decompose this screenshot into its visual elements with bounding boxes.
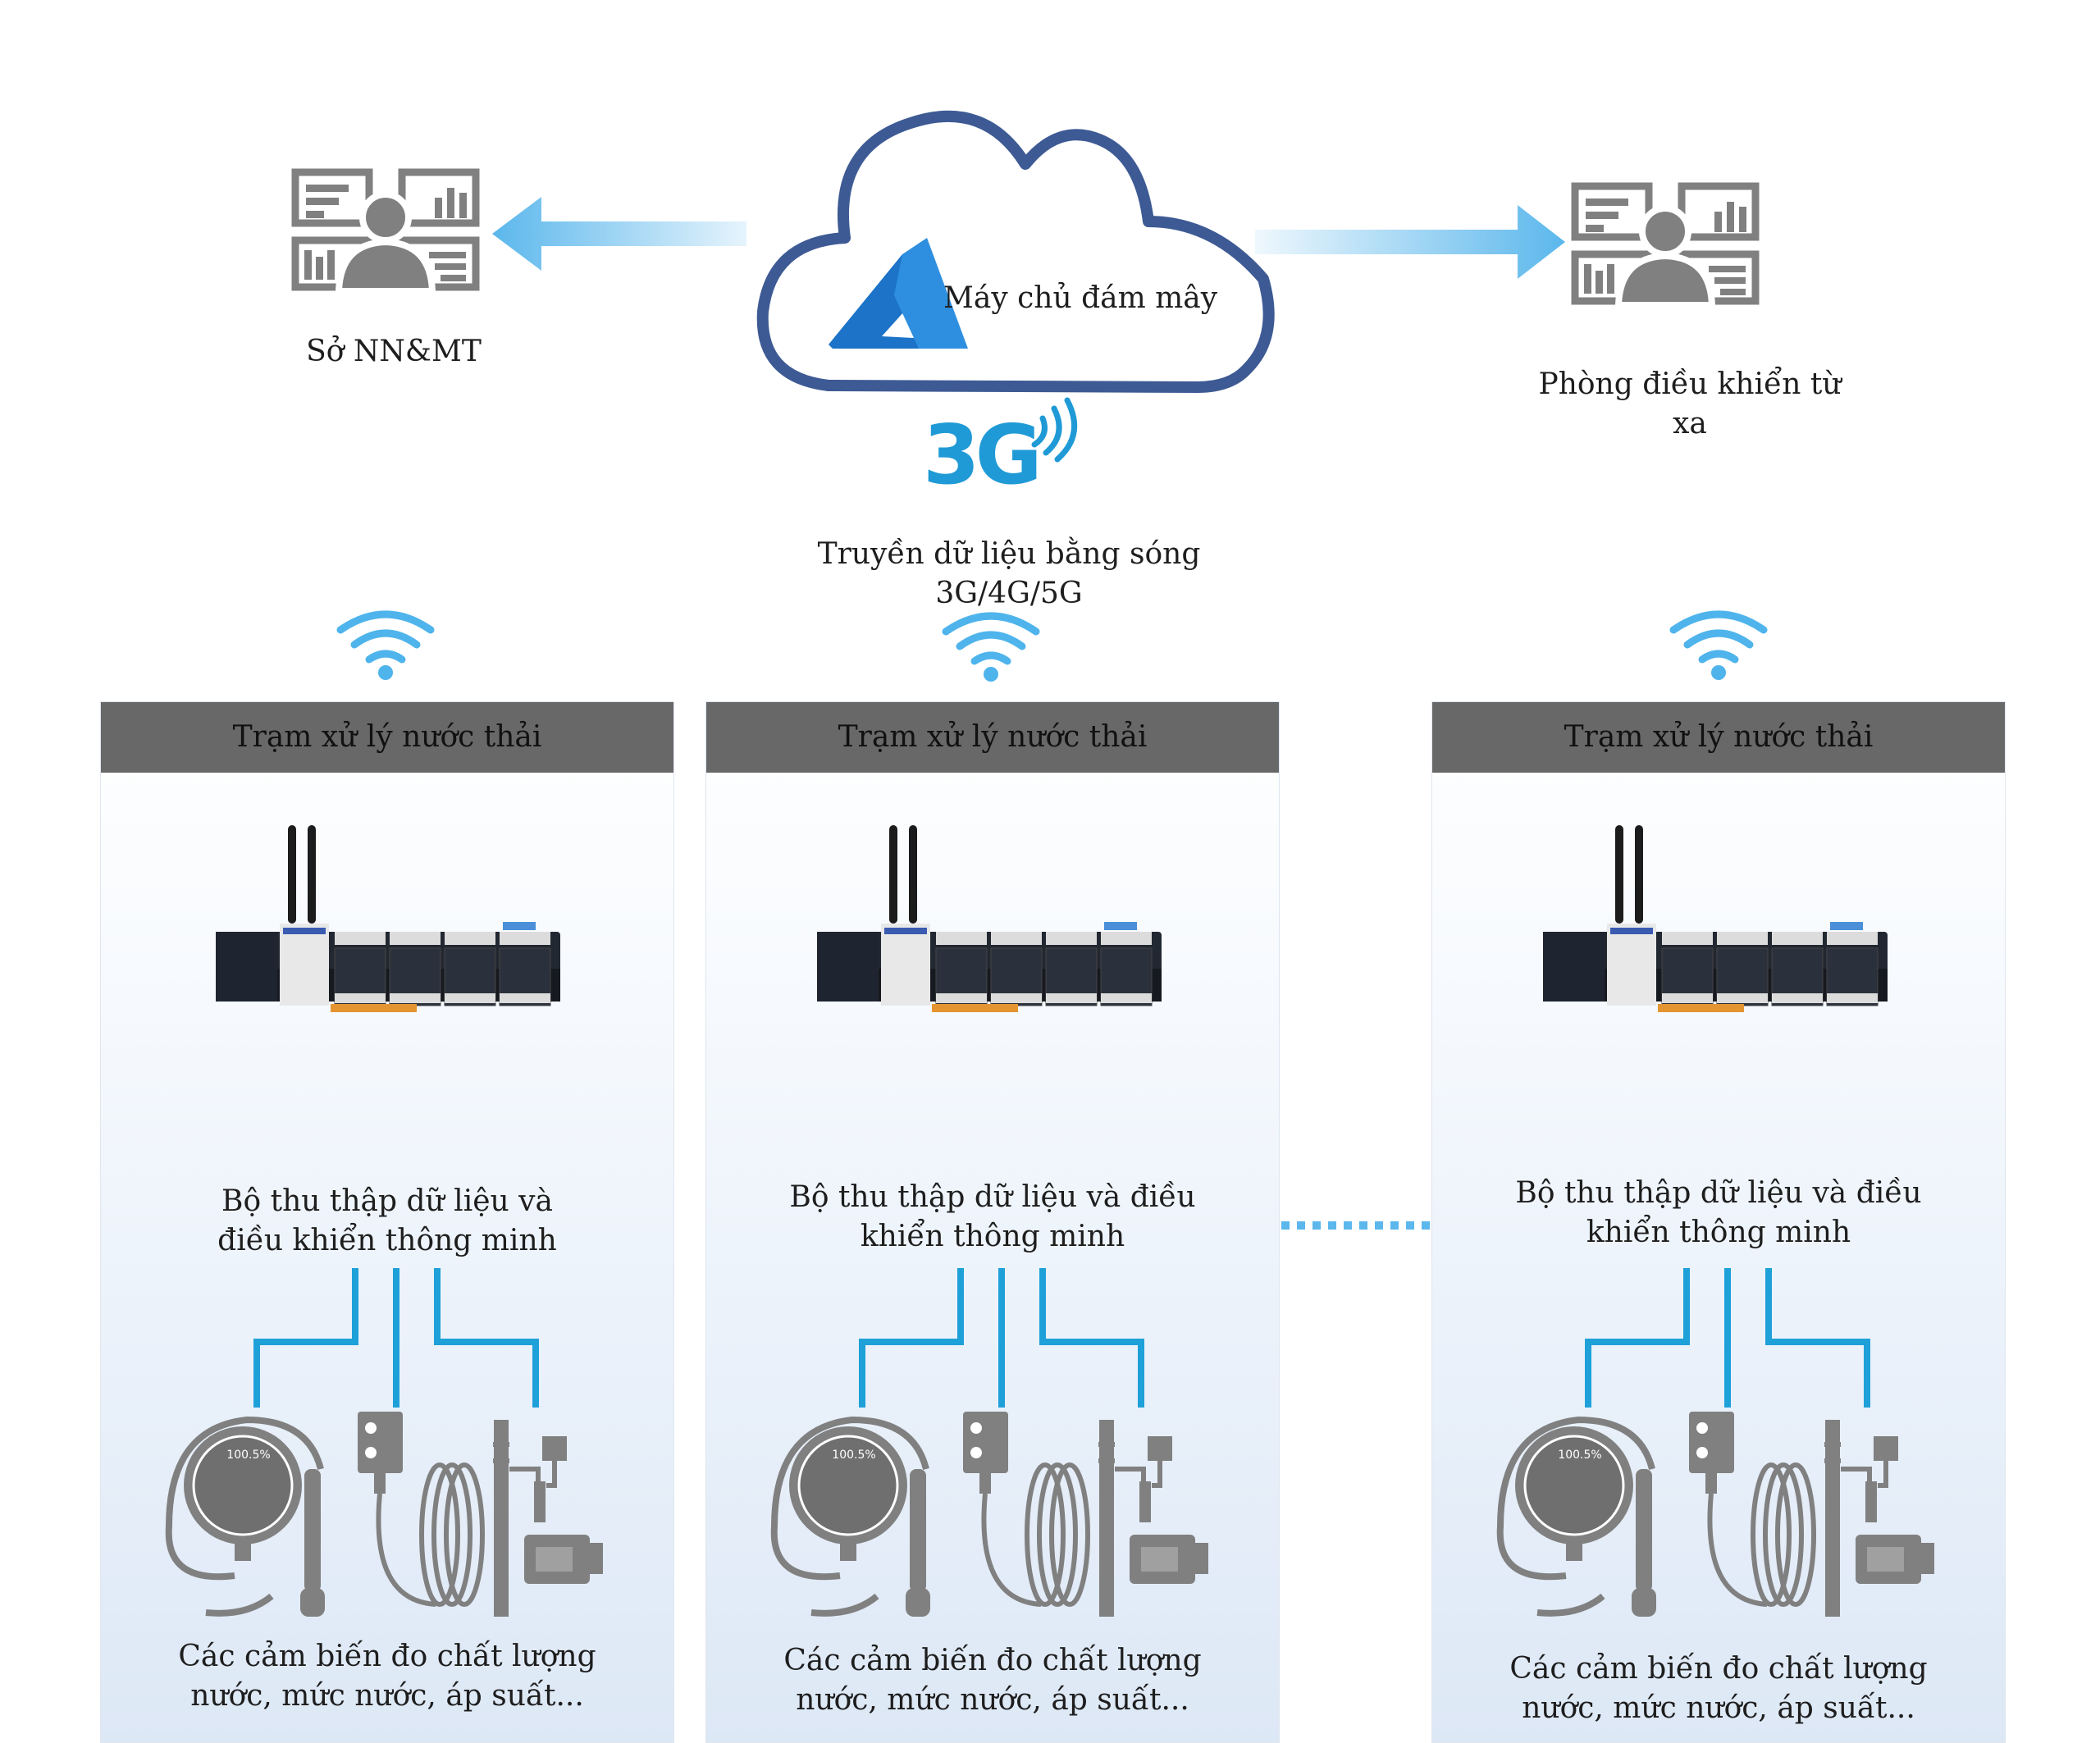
sensors-group-icon	[770, 1412, 1208, 1617]
sensors-group-icon	[165, 1412, 603, 1617]
antenna-icon	[1615, 825, 1643, 924]
station-panel-2: Trạm xử lý nước thải Bộ thu thập dữ liệu…	[705, 701, 1280, 1743]
3g-network-icon: 3G	[923, 397, 1087, 509]
sensor-wires	[1585, 1268, 1870, 1408]
signal-waves-icon	[1031, 397, 1078, 463]
controller-label-line2: điều khiển thông minh	[217, 1224, 557, 1257]
antenna-icon	[889, 825, 917, 924]
controller-label-line2: khiển thông minh	[1586, 1216, 1851, 1249]
station-panel-3: Trạm xử lý nước thải Bộ thu thập dữ liệu…	[1431, 701, 2006, 1743]
cloud-server-icon	[756, 110, 1275, 393]
3g-icon-text: 3G	[923, 407, 1043, 503]
gauge-readout: 100.5%	[1558, 1449, 1602, 1462]
controller-label-line1: Bộ thu thập dữ liệu và	[221, 1184, 553, 1218]
sensors-label-line1: Các cảm biến đo chất lượng	[1509, 1652, 1928, 1686]
network-label-line1: Truyền dữ liệu bằng sóng	[817, 537, 1201, 571]
rtu-controller-icon	[1543, 825, 1888, 1012]
dashboard-user-icon-right	[1571, 182, 1760, 308]
sensors-label-line1: Các cảm biến đo chất lượng	[178, 1640, 596, 1673]
sensors-label-line1: Các cảm biến đo chất lượng	[783, 1644, 1202, 1677]
antenna-icon	[288, 825, 316, 924]
right-dashboard-label: Phòng điều khiển từ xa	[1538, 367, 1842, 440]
rtu-controller-icon	[817, 825, 1162, 1012]
wifi-icon-3	[1669, 610, 1768, 680]
arrow-right-icon	[1255, 205, 1565, 279]
sensors-group-icon	[1496, 1412, 1934, 1617]
cloud-label: Máy chủ đám mây	[943, 281, 1218, 315]
azure-logo-icon	[829, 238, 968, 349]
controller-label-line2: khiển thông minh	[860, 1220, 1125, 1253]
wifi-icon-1	[336, 610, 435, 680]
controller-label-line1: Bộ thu thập dữ liệu và điều	[789, 1180, 1196, 1214]
gauge-readout: 100.5%	[226, 1449, 271, 1462]
sensors-label-line2: nước, mức nước, áp suất...	[796, 1683, 1189, 1717]
station-header: Trạm xử lý nước thải	[706, 702, 1279, 773]
station-header: Trạm xử lý nước thải	[1432, 702, 2005, 773]
wifi-icon-2	[942, 612, 1040, 682]
dotted-connector	[1281, 1221, 1433, 1230]
station-header: Trạm xử lý nước thải	[101, 702, 673, 773]
controller-label-line1: Bộ thu thập dữ liệu và điều	[1515, 1176, 1922, 1210]
sensor-wires	[253, 1268, 539, 1408]
sensors-label-line2: nước, mức nước, áp suất...	[190, 1679, 584, 1713]
left-dashboard-label: Sở NN&MT	[306, 335, 482, 368]
network-label-line2: 3G/4G/5G	[935, 577, 1083, 610]
station-panel-1: Trạm xử lý nước thải Bộ thu thập dữ liệu…	[100, 701, 674, 1743]
sensor-wires	[859, 1268, 1144, 1408]
arrow-left-icon	[492, 197, 746, 271]
dashboard-user-icon-left	[291, 168, 480, 294]
rtu-controller-icon	[216, 825, 560, 1012]
sensors-label-line2: nước, mức nước, áp suất...	[1522, 1691, 1915, 1725]
gauge-readout: 100.5%	[832, 1449, 876, 1462]
